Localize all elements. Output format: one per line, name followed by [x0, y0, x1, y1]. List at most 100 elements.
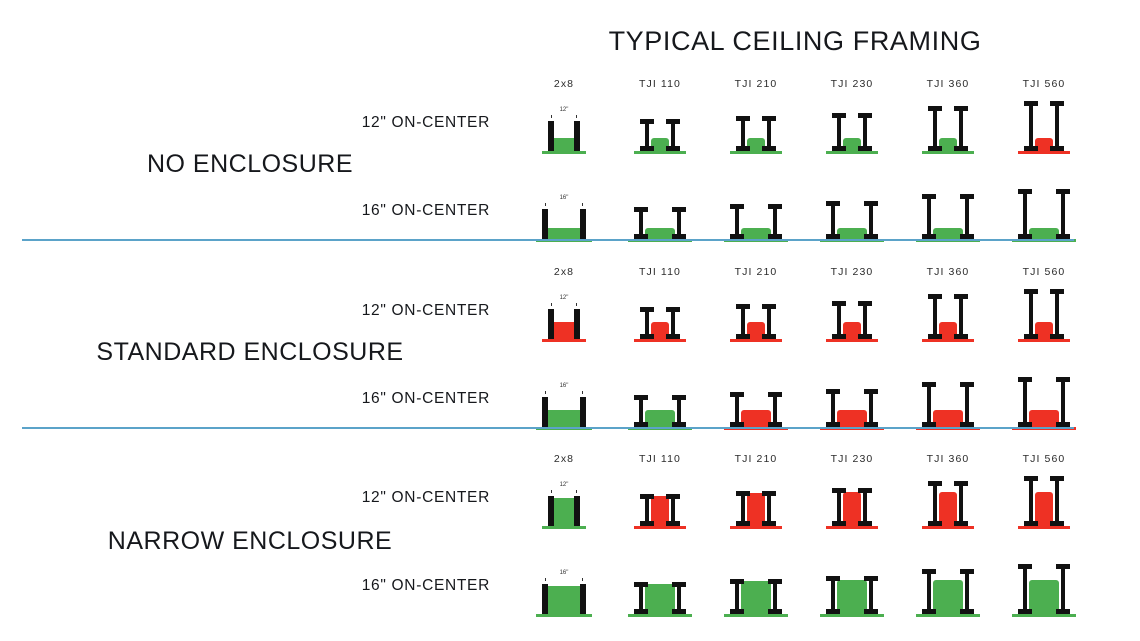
insulation-fill: [545, 410, 583, 427]
joist-web: [767, 304, 771, 339]
joist-flange-top: [960, 194, 974, 199]
joist-flange-bottom: [832, 146, 846, 151]
i-joist: [768, 392, 782, 427]
framing-cell: TJI 360: [900, 266, 996, 342]
column-header: TJI 560: [1022, 78, 1066, 90]
joist-flange-bottom: [736, 334, 750, 339]
base-plate: [542, 526, 586, 529]
joist-flange-bottom: [928, 521, 942, 526]
joist-flange-bottom: [922, 234, 936, 239]
i-joist: [954, 294, 968, 339]
joist-web: [837, 301, 841, 339]
framing-cell: [900, 166, 996, 242]
joist-flange-top: [960, 569, 974, 574]
insulation-fill: [551, 498, 577, 526]
framing-cell: TJI 110: [612, 453, 708, 529]
column-header: 2x8: [553, 453, 575, 465]
framing-cell: [612, 541, 708, 617]
column-header: TJI 210: [734, 453, 778, 465]
joist-web: [735, 204, 739, 239]
framing-figure: [900, 96, 996, 154]
joist-flange-top: [634, 582, 648, 587]
joist-flange-top: [928, 106, 942, 111]
joist-flange-top: [922, 569, 936, 574]
i-joist: [960, 569, 974, 614]
joist-flange-bottom: [736, 521, 750, 526]
i-joist: [832, 488, 846, 526]
solid-joist: [580, 584, 586, 614]
joist-flange-bottom: [634, 609, 648, 614]
spacing-dimension: 16": [545, 194, 583, 206]
joist-flange-top: [832, 488, 846, 493]
joist-web: [837, 113, 841, 151]
joist-flange-top: [768, 392, 782, 397]
joist-web: [959, 106, 963, 151]
i-joist: [928, 294, 942, 339]
insulation-fill: [741, 228, 771, 239]
joist-web: [639, 207, 643, 239]
i-joist: [954, 481, 968, 526]
framing-figure: 12": [516, 471, 612, 529]
joist-flange-top: [1018, 189, 1032, 194]
framing-figure: [900, 184, 996, 242]
i-joist: [730, 204, 744, 239]
insulation-fill: [837, 580, 867, 614]
joist-flange-bottom: [634, 234, 648, 239]
solid-joist: [574, 496, 580, 526]
joist-flange-top: [954, 294, 968, 299]
base-plate: [634, 339, 686, 342]
joist-flange-bottom: [864, 234, 878, 239]
joist-flange-bottom: [762, 334, 776, 339]
joist-flange-top: [672, 582, 686, 587]
i-joist: [634, 395, 648, 427]
column-header: TJI 230: [830, 453, 874, 465]
insulation-fill: [837, 228, 867, 239]
i-joist: [736, 116, 750, 151]
i-joist: [954, 106, 968, 151]
joist-flange-top: [666, 494, 680, 499]
joist-flange-bottom: [1056, 422, 1070, 427]
framing-figure: [996, 559, 1092, 617]
i-joist: [1050, 101, 1064, 151]
base-plate: [628, 614, 692, 617]
framing-figure: [996, 96, 1092, 154]
i-joist: [1050, 476, 1064, 526]
i-joist: [1050, 289, 1064, 339]
joist-flange-bottom: [1056, 609, 1070, 614]
joist-web: [671, 307, 675, 339]
joist-flange-bottom: [1056, 234, 1070, 239]
joist-web: [965, 194, 969, 239]
framing-figure: [612, 184, 708, 242]
joist-flange-top: [730, 579, 744, 584]
base-plate: [826, 526, 878, 529]
framing-figure: [804, 284, 900, 342]
insulation-fill: [645, 228, 675, 239]
joist-web: [1055, 101, 1059, 151]
base-plate: [922, 526, 974, 529]
insulation-fill: [933, 410, 963, 427]
joist-web: [863, 301, 867, 339]
framing-cell: [900, 354, 996, 430]
insulation-fill: [651, 322, 669, 339]
framing-cell: [612, 166, 708, 242]
joist-flange-bottom: [666, 334, 680, 339]
i-joist: [640, 307, 654, 339]
i-joist: [666, 119, 680, 151]
joist-web: [741, 304, 745, 339]
framing-cell: [996, 541, 1092, 617]
insulation-fill: [747, 138, 765, 151]
column-header: TJI 230: [830, 78, 874, 90]
i-joist: [858, 488, 872, 526]
i-joist: [672, 582, 686, 614]
i-joist: [672, 207, 686, 239]
joist-flange-top: [736, 304, 750, 309]
framing-figure: [708, 184, 804, 242]
joist-web: [671, 494, 675, 526]
solid-joist: [548, 496, 554, 526]
joist-web: [773, 579, 777, 614]
joist-flange-top: [736, 491, 750, 496]
